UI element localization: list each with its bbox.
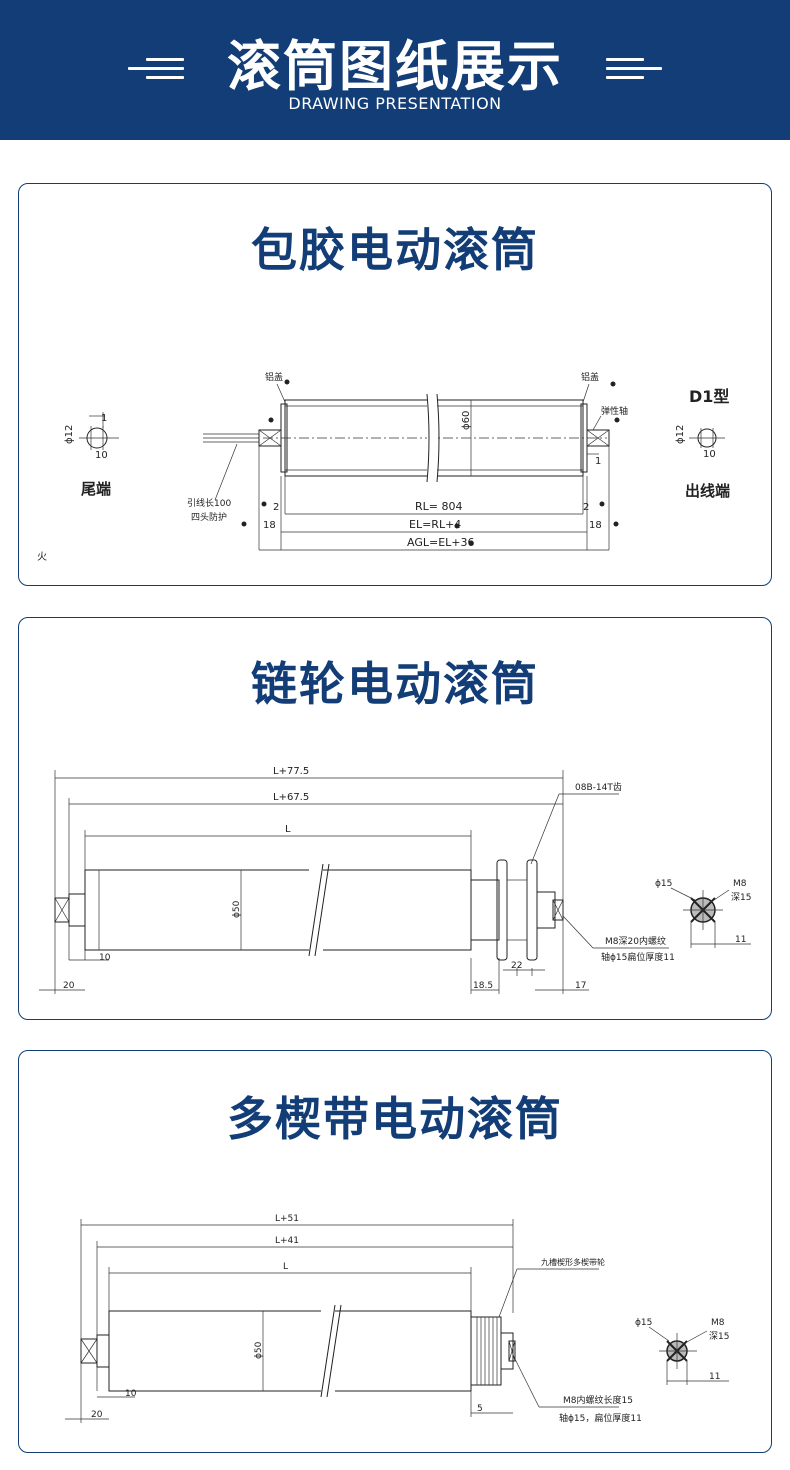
dim-10: 10 xyxy=(99,953,111,963)
dia-50: ϕ50 xyxy=(254,1341,264,1359)
dim-10-right: 10 xyxy=(703,449,716,460)
drawing-poly-v-roller: L+51 L+41 L ϕ50 九 xyxy=(65,1214,729,1424)
label-m8: M8 xyxy=(733,879,747,889)
decor-lines-left xyxy=(128,58,184,84)
label-aluminum-cover-right: 铝盖 xyxy=(581,371,599,383)
card-sprocket-roller: 链轮电动滚筒 L+77.5 L+67.5 L ϕ50 xyxy=(18,617,772,1020)
dim-17: 17 xyxy=(575,981,586,991)
label-tail-end: 尾端 xyxy=(81,480,111,498)
decor-lines-right xyxy=(606,58,662,84)
dim-185: 18.5 xyxy=(473,981,493,991)
dia-15: ϕ15 xyxy=(635,1318,652,1328)
label-sprocket: 08B-14T齿 xyxy=(575,782,622,793)
label-elastic-shaft: 弹性轴 xyxy=(601,405,628,417)
label-cable-length: 引线长100 xyxy=(187,497,231,509)
poly-v-grooves xyxy=(476,1317,498,1385)
dim-2-left: 2 xyxy=(273,502,279,513)
label-model: D1型 xyxy=(689,387,729,406)
dim-22: 22 xyxy=(511,961,522,971)
dim-20: 20 xyxy=(91,1410,103,1420)
label-shaft-note: 轴ϕ15扁位厚度11 xyxy=(601,951,675,963)
dia-shaft-left: ϕ12 xyxy=(64,425,75,444)
dim-20: 20 xyxy=(63,981,75,991)
dim-1-right: 1 xyxy=(595,456,601,467)
label-deep15: 深15 xyxy=(731,892,751,903)
dim-l: L xyxy=(283,1262,288,1272)
card-title: 包胶电动滚筒 xyxy=(251,223,539,277)
dim-2-right: 2 xyxy=(583,502,589,513)
label-thread: M8深20内螺纹 xyxy=(605,935,666,947)
dim-rl: RL= 804 xyxy=(415,500,462,513)
card-title: 多楔带电动滚筒 xyxy=(227,1092,563,1146)
page-subtitle: DRAWING PRESENTATION xyxy=(288,94,502,113)
dim-5: 5 xyxy=(477,1404,483,1414)
card-title: 链轮电动滚筒 xyxy=(251,657,539,711)
dim-l: L xyxy=(285,824,291,835)
header-banner: 滚筒图纸展示 DRAWING PRESENTATION xyxy=(0,0,790,140)
dia-50: ϕ50 xyxy=(232,900,242,918)
label-m8: M8 xyxy=(711,1318,725,1328)
label-deep15: 深15 xyxy=(709,1331,729,1342)
label-aluminum-cover-left: 铝盖 xyxy=(265,371,283,383)
corner-mark: 火 xyxy=(37,551,47,563)
dim-l775: L+77.5 xyxy=(273,766,309,777)
dim-18-left: 18 xyxy=(263,520,276,531)
label-shaft-note: 轴ϕ15，扁位厚度11 xyxy=(559,1412,642,1424)
dim-10-left: 10 xyxy=(95,450,108,461)
label-thread: M8内螺纹长度15 xyxy=(563,1394,633,1406)
dim-11: 11 xyxy=(709,1372,720,1382)
dim-l51: L+51 xyxy=(275,1214,299,1224)
drawing-rubber-roller: 1 10 ϕ12 尾端 引线长100 四头防护 ϕ60 铝盖 铝盖 xyxy=(37,371,730,563)
dia-60: ϕ60 xyxy=(461,411,472,430)
drawing-sprocket-roller: L+77.5 L+67.5 L ϕ50 08B-14T齿 xyxy=(39,766,751,994)
label-outlet-end: 出线端 xyxy=(685,482,730,500)
dim-agl: AGL=EL+36 xyxy=(407,536,475,549)
dim-l41: L+41 xyxy=(275,1236,299,1246)
dia-shaft-right: ϕ12 xyxy=(675,425,686,444)
card-rubber-roller: 包胶电动滚筒 1 10 ϕ12 尾端 引线长100 四头防护 xyxy=(18,183,772,586)
label-cable-protect: 四头防护 xyxy=(191,511,227,523)
dim-18-right: 18 xyxy=(589,520,602,531)
dim-11: 11 xyxy=(735,935,746,945)
dim-1-left: 1 xyxy=(101,413,107,424)
page-title: 滚筒图纸展示 xyxy=(227,35,563,98)
dim-10: 10 xyxy=(125,1389,137,1399)
dia-15: ϕ15 xyxy=(655,879,672,889)
card-poly-v-roller: 多楔带电动滚筒 L+51 L+41 L ϕ50 xyxy=(18,1050,772,1453)
dim-el: EL=RL+4 xyxy=(409,518,461,531)
dim-l675: L+67.5 xyxy=(273,792,309,803)
label-belt: 九槽楔形多楔带轮 xyxy=(541,1257,605,1267)
